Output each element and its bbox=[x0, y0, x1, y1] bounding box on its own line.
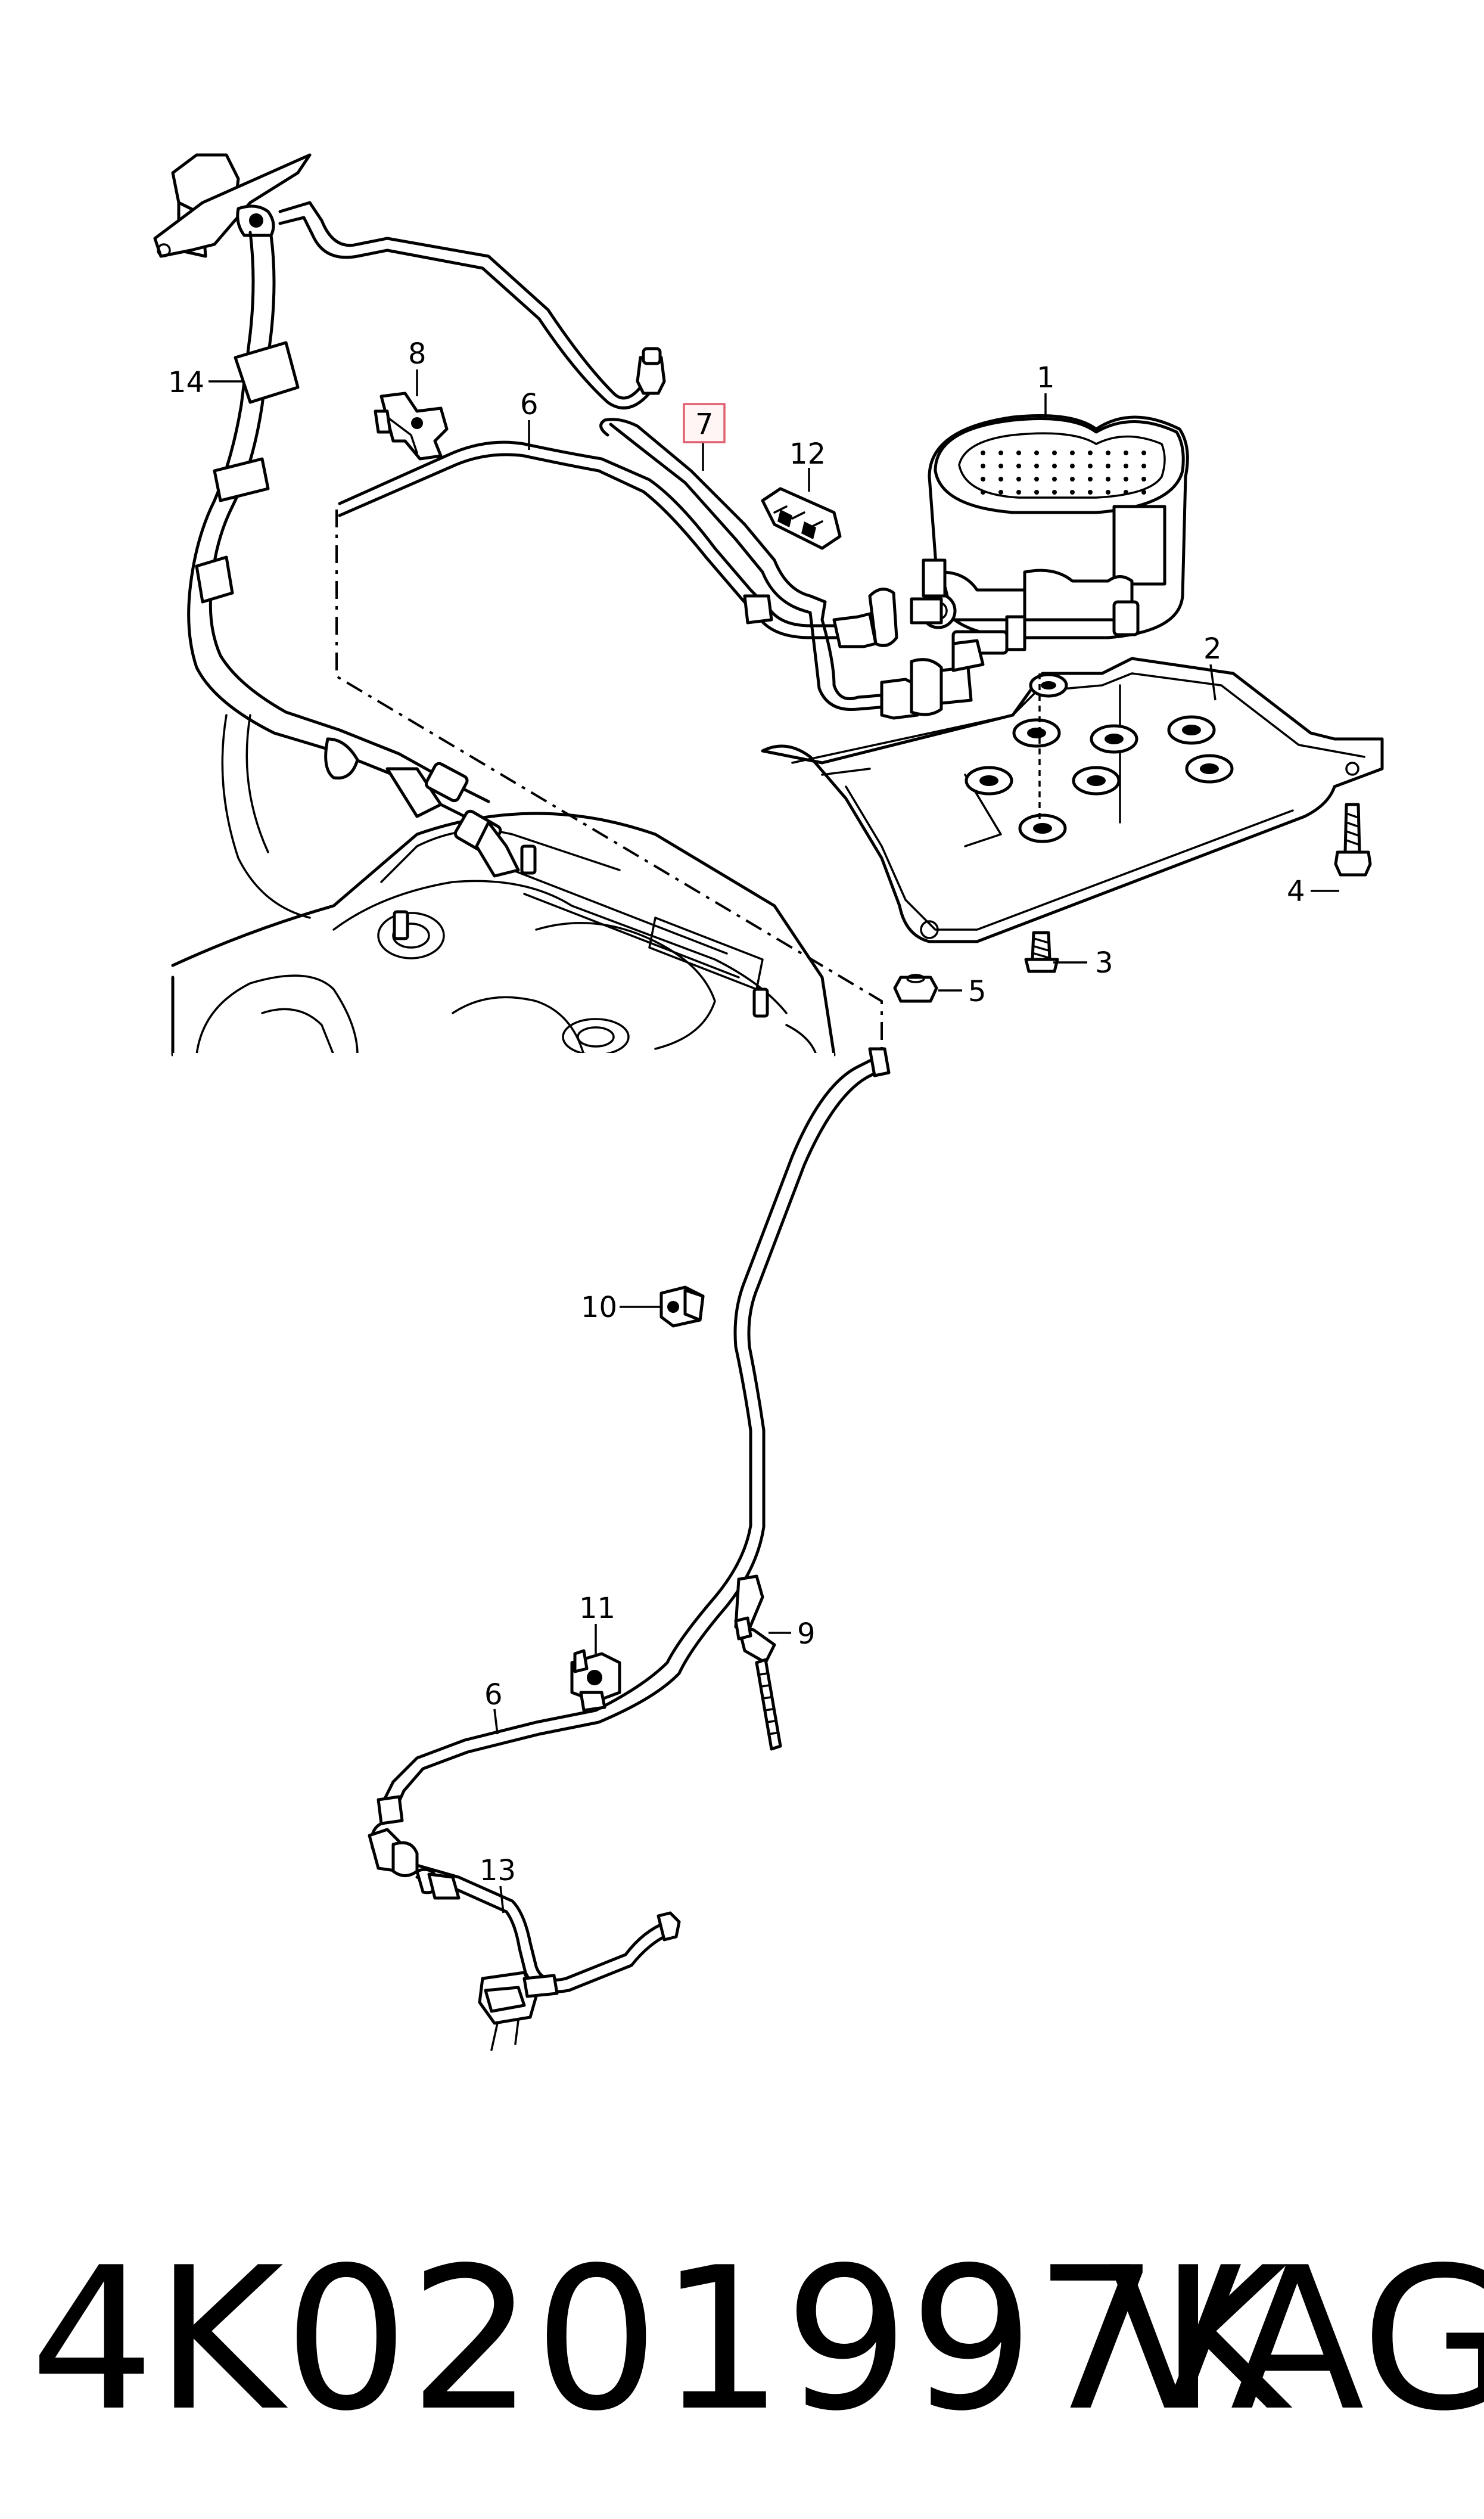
callout-4: 4 bbox=[1287, 875, 1305, 908]
clip-8 bbox=[374, 392, 449, 461]
fuel-line-13 bbox=[415, 1863, 681, 2051]
leader-lines bbox=[209, 369, 1339, 1914]
callout-3: 3 bbox=[1095, 946, 1113, 980]
fuel-line-6-lower bbox=[368, 1047, 891, 1877]
callout-13: 13 bbox=[480, 1854, 516, 1887]
callout-labels: 1 2 3 4 5 6 6 7 8 9 10 11 12 13 14 bbox=[168, 337, 1305, 1887]
part-number: 4K0201997K bbox=[30, 2225, 1295, 2454]
callout-10: 10 bbox=[581, 1291, 617, 1324]
fuel-line-7 bbox=[599, 418, 985, 720]
cable-tie-9 bbox=[734, 1574, 782, 1751]
vehicle-floor-structure bbox=[171, 714, 836, 1057]
callout-11: 11 bbox=[579, 1592, 615, 1625]
bolt-4 bbox=[1334, 803, 1372, 877]
callout-7-highlight-box bbox=[683, 403, 726, 443]
callout-2: 2 bbox=[1203, 632, 1222, 666]
canister-mesh-pattern bbox=[981, 451, 1146, 495]
charcoal-canister bbox=[910, 414, 1189, 655]
callout-14: 14 bbox=[168, 366, 204, 399]
callout-6-lower: 6 bbox=[484, 1678, 503, 1712]
section-boundary-line bbox=[335, 510, 883, 1055]
callout-12: 12 bbox=[789, 437, 826, 471]
callout-9: 9 bbox=[797, 1617, 816, 1651]
vent-hose-14 bbox=[187, 231, 520, 878]
callout-8: 8 bbox=[408, 337, 427, 371]
callout-6-upper: 6 bbox=[520, 388, 539, 421]
vent-pipe-upper bbox=[278, 201, 666, 410]
brand-name: VAG bbox=[1108, 2225, 1484, 2454]
clip-12 bbox=[761, 487, 842, 550]
callout-1: 1 bbox=[1037, 361, 1055, 395]
screw-3 bbox=[1024, 931, 1059, 973]
callout-7: 7 bbox=[695, 408, 714, 441]
fuel-line-6-upper bbox=[338, 440, 898, 648]
callout-5: 5 bbox=[968, 975, 987, 1008]
bracket-rubber-mounts bbox=[965, 673, 1234, 843]
canister-mounting-bracket bbox=[761, 657, 1384, 943]
clip-11 bbox=[570, 1649, 621, 1712]
nut-5 bbox=[893, 974, 938, 1003]
fuel-filler-bracket bbox=[153, 153, 312, 258]
footer: 4K0201997K VAG bbox=[30, 2225, 1484, 2454]
clip-10 bbox=[659, 1285, 705, 1328]
